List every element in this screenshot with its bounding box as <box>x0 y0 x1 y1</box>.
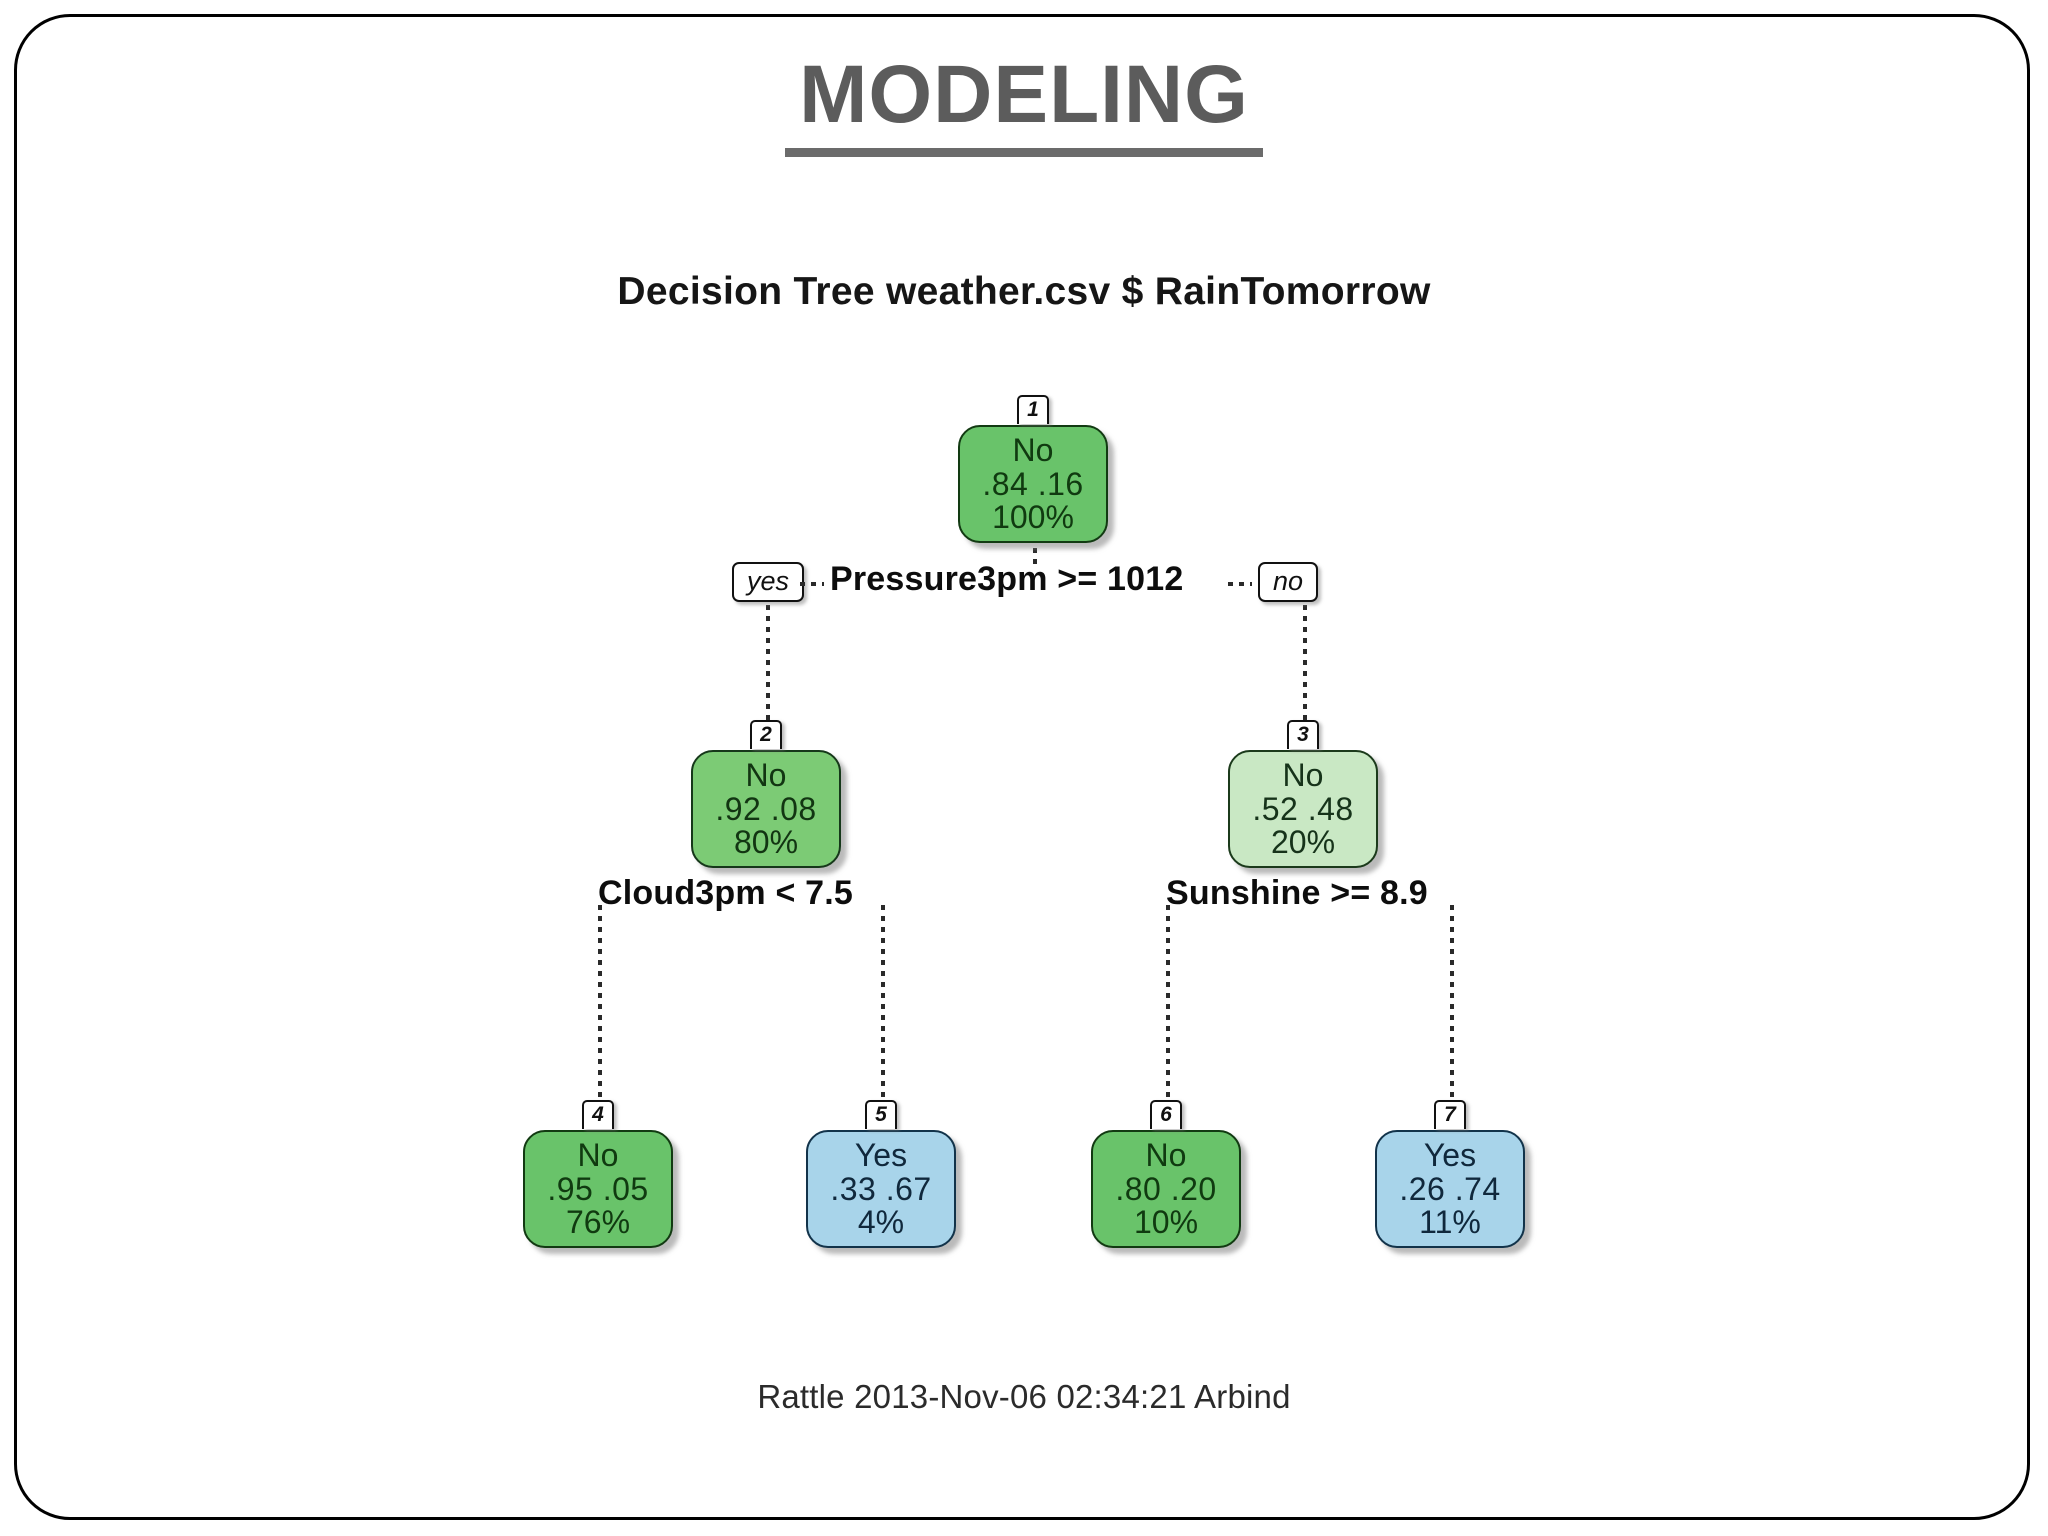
connector-node3-to-node7 <box>1450 905 1454 1105</box>
split-1-no-badge: no <box>1258 562 1319 603</box>
tree-node-7-box[interactable]: Yes .26 .74 11% <box>1375 1130 1525 1248</box>
connector-node3-to-node6 <box>1166 905 1170 1105</box>
tree-node-1-percent: 100% <box>992 499 1074 536</box>
tree-node-2-percent: 80% <box>733 824 799 861</box>
tree-node-7-percent: 11% <box>1419 1204 1481 1241</box>
tree-node-3-probs: .52 .48 <box>1252 790 1354 827</box>
connector-split-1-right <box>1228 582 1252 586</box>
connector-root-stem <box>1033 548 1037 570</box>
tree-node-7-class: Yes <box>1423 1136 1477 1173</box>
tree-node-6-probs: .80 .20 <box>1115 1170 1217 1207</box>
tree-node-4-percent: 76% <box>565 1204 631 1241</box>
tree-node-7-probs: .26 .74 <box>1399 1170 1501 1207</box>
chart-footer: Rattle 2013-Nov-06 02:34:21 Arbind <box>757 1378 1291 1415</box>
tree-node-2-class: No <box>745 756 787 793</box>
tree-node-5-class: Yes <box>854 1136 908 1173</box>
tree-node-5-percent: 4% <box>857 1204 905 1241</box>
tree-node-6-box[interactable]: No .80 .20 10% <box>1091 1130 1241 1248</box>
chart-title: Decision Tree weather.csv $ RainTomorrow <box>617 270 1431 313</box>
tree-node-3-percent: 20% <box>1270 824 1336 861</box>
page-title-text: MODELING <box>785 51 1263 158</box>
page-title: MODELING <box>0 51 2048 158</box>
tree-node-3-id: 3 <box>1287 720 1319 750</box>
connector-split-1-left <box>800 582 824 586</box>
tree-node-6-percent: 10% <box>1133 1204 1199 1241</box>
split-3-condition: Sunshine >= 8.9 <box>1166 874 1428 912</box>
tree-node-3-box[interactable]: No .52 .48 20% <box>1228 750 1378 868</box>
split-2-condition: Cloud3pm < 7.5 <box>598 874 854 912</box>
connector-node1-to-node3 <box>1303 605 1307 725</box>
tree-node-5-box[interactable]: Yes .33 .67 4% <box>806 1130 956 1248</box>
tree-node-4-id: 4 <box>582 1100 614 1130</box>
split-1-yes-badge: yes <box>732 562 805 603</box>
tree-node-6-id: 6 <box>1150 1100 1182 1130</box>
tree-node-2-id: 2 <box>750 720 782 750</box>
tree-node-4-class: No <box>577 1136 619 1173</box>
tree-node-4-probs: .95 .05 <box>547 1170 649 1207</box>
tree-node-1-class: No <box>1012 431 1054 468</box>
tree-node-6-class: No <box>1145 1136 1187 1173</box>
tree-node-3-class: No <box>1282 756 1324 793</box>
connector-node1-to-node2 <box>766 605 770 725</box>
connector-node2-to-node5 <box>881 905 885 1105</box>
tree-node-2-probs: .92 .08 <box>715 790 817 827</box>
tree-node-5-probs: .33 .67 <box>830 1170 932 1207</box>
connector-node2-to-node4 <box>598 905 602 1105</box>
tree-node-1-probs: .84 .16 <box>982 465 1084 502</box>
tree-node-1-box[interactable]: No .84 .16 100% <box>958 425 1108 543</box>
tree-node-7-id: 7 <box>1434 1100 1466 1130</box>
tree-node-5-id: 5 <box>865 1100 897 1130</box>
tree-node-4-box[interactable]: No .95 .05 76% <box>523 1130 673 1248</box>
tree-node-1-id: 1 <box>1017 395 1049 425</box>
tree-node-2-box[interactable]: No .92 .08 80% <box>691 750 841 868</box>
split-1-condition: Pressure3pm >= 1012 <box>830 560 1184 598</box>
